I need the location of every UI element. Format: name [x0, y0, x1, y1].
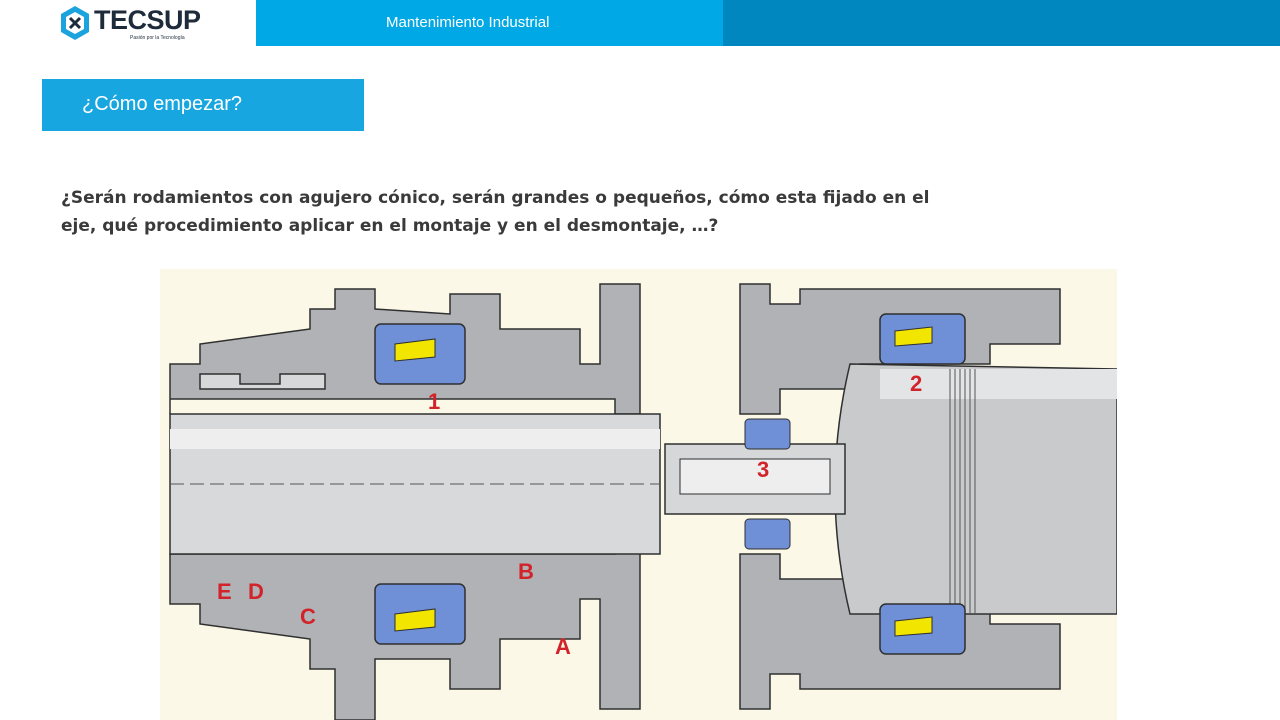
logo-tagline: Pasión por la Tecnología — [130, 35, 185, 41]
logo-wordmark: TECSUP — [94, 5, 201, 35]
center-bearing-bottom — [744, 518, 791, 550]
label-e: E — [217, 579, 232, 604]
bearing-assembly-diagram: 1 2 3 B D E C A — [160, 269, 1117, 720]
course-title: Mantenimiento Industrial — [386, 14, 550, 31]
right-bearing-top — [879, 313, 966, 365]
label-3: 3 — [757, 457, 769, 482]
center-shaft — [664, 443, 846, 515]
right-bearing-bottom — [879, 603, 966, 655]
left-bearing-bottom — [374, 583, 466, 645]
label-d: D — [248, 579, 264, 604]
logo: TECSUP Pasión por la Tecnología — [0, 0, 256, 46]
question-text: ¿Serán rodamientos con agujero cónico, s… — [61, 188, 930, 236]
section-title: ¿Cómo empezar? — [82, 93, 243, 115]
section-title-box: ¿Cómo empezar? — [42, 79, 364, 131]
label-c: C — [300, 604, 316, 629]
header-accent-band — [723, 0, 1280, 46]
course-title-band: Mantenimiento Industrial — [256, 0, 723, 46]
label-b: B — [518, 559, 534, 584]
label-1: 1 — [428, 389, 440, 414]
left-bearing-top — [374, 323, 466, 385]
center-bearing-top — [744, 418, 791, 450]
label-a: A — [555, 634, 571, 659]
left-shaft — [169, 413, 661, 555]
right-shaft — [834, 363, 1117, 615]
tecsup-logo-icon — [61, 6, 89, 40]
label-2: 2 — [910, 371, 922, 396]
header-bar: TECSUP Pasión por la Tecnología Mantenim… — [0, 0, 1280, 46]
